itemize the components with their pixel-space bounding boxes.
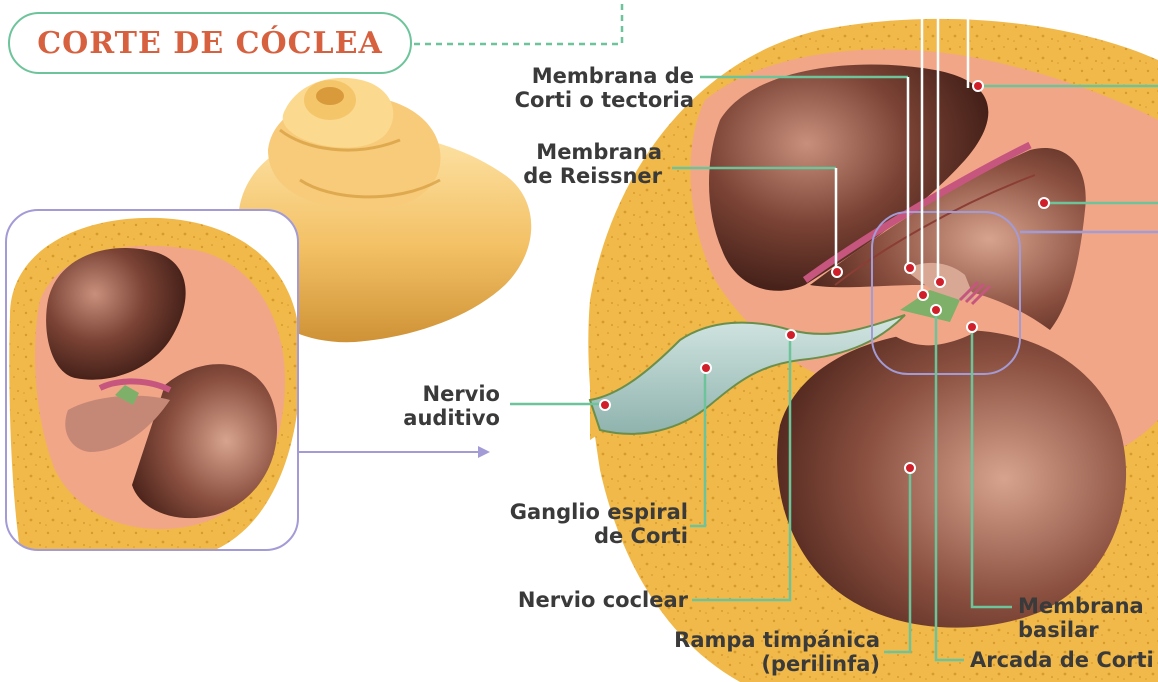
label-membrana-basilar: Membrana basilar bbox=[1018, 594, 1144, 642]
label-line: Nervio bbox=[403, 382, 500, 406]
zoom-arrow bbox=[298, 446, 490, 458]
leader-title bbox=[414, 0, 622, 44]
label-line: Membrana de bbox=[515, 64, 694, 88]
label-nervio-auditivo: Nervio auditivo bbox=[403, 382, 500, 430]
dot-rampa bbox=[905, 463, 915, 473]
label-line: de Corti bbox=[510, 524, 688, 548]
dot-top-right bbox=[973, 81, 983, 91]
label-line: auditivo bbox=[403, 406, 500, 430]
label-line: Membrana bbox=[523, 140, 662, 164]
dot-nervio-auditivo bbox=[600, 400, 610, 410]
dot-nervio-coclear bbox=[786, 330, 796, 340]
dot-right-mid bbox=[1039, 198, 1049, 208]
label-ganglio-espiral: Ganglio espiral de Corti bbox=[510, 500, 688, 548]
label-line: Arcada de Corti bbox=[970, 648, 1154, 672]
main-cross-section bbox=[588, 19, 1158, 682]
label-rampa-timpanica: Rampa timpánica (perilinfa) bbox=[674, 628, 880, 676]
dot-membrana-corti bbox=[905, 263, 915, 273]
label-line: Rampa timpánica bbox=[674, 628, 880, 652]
label-membrana-reissner: Membrana de Reissner bbox=[523, 140, 662, 188]
inset-cross-section bbox=[6, 210, 301, 550]
dot-ganglio bbox=[701, 363, 711, 373]
label-line: Ganglio espiral bbox=[510, 500, 688, 524]
label-nervio-coclear: Nervio coclear bbox=[518, 588, 688, 612]
title-box: CORTE DE CÓCLEA bbox=[8, 12, 412, 74]
label-line: Membrana bbox=[1018, 594, 1144, 618]
dot-membrana-reissner bbox=[832, 267, 842, 277]
dot-basilar bbox=[967, 322, 977, 332]
label-line: Corti o tectoria bbox=[515, 88, 694, 112]
label-line: basilar bbox=[1018, 618, 1144, 642]
dot-center bbox=[918, 290, 928, 300]
diagram-title: CORTE DE CÓCLEA bbox=[10, 14, 410, 72]
label-membrana-corti: Membrana de Corti o tectoria bbox=[515, 64, 694, 112]
dot-center-2 bbox=[935, 277, 945, 287]
label-arcada-corti: Arcada de Corti bbox=[970, 648, 1154, 672]
dot-arcada bbox=[931, 305, 941, 315]
label-line: de Reissner bbox=[523, 164, 662, 188]
label-line: (perilinfa) bbox=[674, 652, 880, 676]
label-line: Nervio coclear bbox=[518, 588, 688, 612]
